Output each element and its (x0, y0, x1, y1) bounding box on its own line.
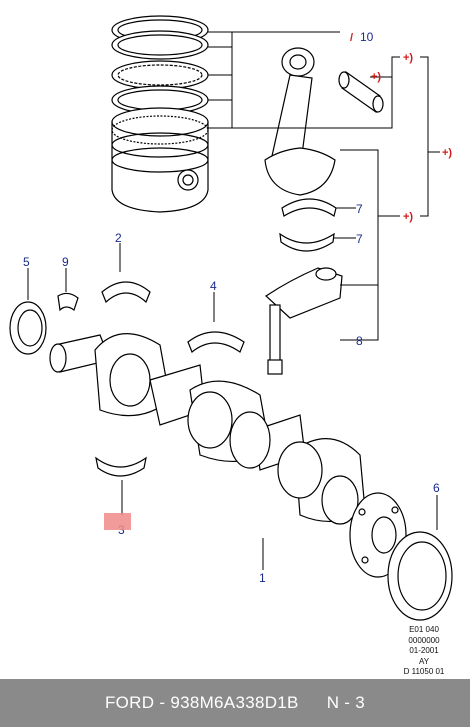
main-bearing-upper (101, 281, 151, 304)
piston-rings (111, 15, 209, 115)
front-oil-seal (9, 301, 47, 355)
callout-10: 10 (360, 30, 374, 44)
main-bearing-flanged (187, 331, 245, 353)
marker-plus-2: +) (371, 71, 381, 83)
callout-7-lower: 7 (356, 232, 363, 246)
callout-9: 9 (62, 255, 69, 269)
callout-4: 4 (210, 279, 217, 293)
main-bearing-lower (95, 456, 147, 477)
meta-line-4: AY (418, 656, 430, 666)
selected-part-highlight (104, 513, 131, 530)
piston (111, 107, 209, 213)
conrod-cap (265, 267, 343, 375)
callout-1: 1 (259, 571, 266, 585)
callout-5: 5 (23, 255, 30, 269)
rear-oil-seal (387, 531, 453, 621)
footer-part-number: FORD - 938M6A338D1B (104, 693, 299, 712)
meta-line-5: D 11050 01 (403, 667, 445, 676)
piston-pin (338, 71, 384, 113)
marker-plus-3: +) (442, 147, 452, 159)
callout-7-upper: 7 (356, 202, 363, 216)
conrod-bearing-shells (279, 198, 337, 252)
thrust-washer (57, 292, 79, 312)
marker-plus-4: +) (403, 211, 413, 223)
drawing-reference-block: E01 040 0000000 01-2001 AY D 11050 01 (384, 625, 464, 678)
crankshaft (49, 333, 366, 525)
meta-line-3: 01-2001 (409, 646, 439, 655)
callout-8: 8 (356, 334, 363, 348)
meta-line-2: 0000000 (408, 635, 440, 645)
connecting-rod (264, 47, 336, 196)
slash-mark: / (350, 32, 353, 44)
marker-plus-1: +) (403, 52, 413, 64)
footer-bar: FORD - 938M6A338D1B N - 3 (0, 679, 470, 727)
exploded-parts-diagram: 10 / 7 7 8 5 9 2 4 3 1 6 +) +) +) +) (9, 15, 453, 621)
callout-6: 6 (433, 481, 440, 495)
meta-line-1: E01 040 (409, 625, 439, 634)
footer-page-label: N - 3 (326, 693, 366, 712)
callout-2: 2 (115, 231, 122, 245)
callout-3: 3 (118, 523, 125, 537)
